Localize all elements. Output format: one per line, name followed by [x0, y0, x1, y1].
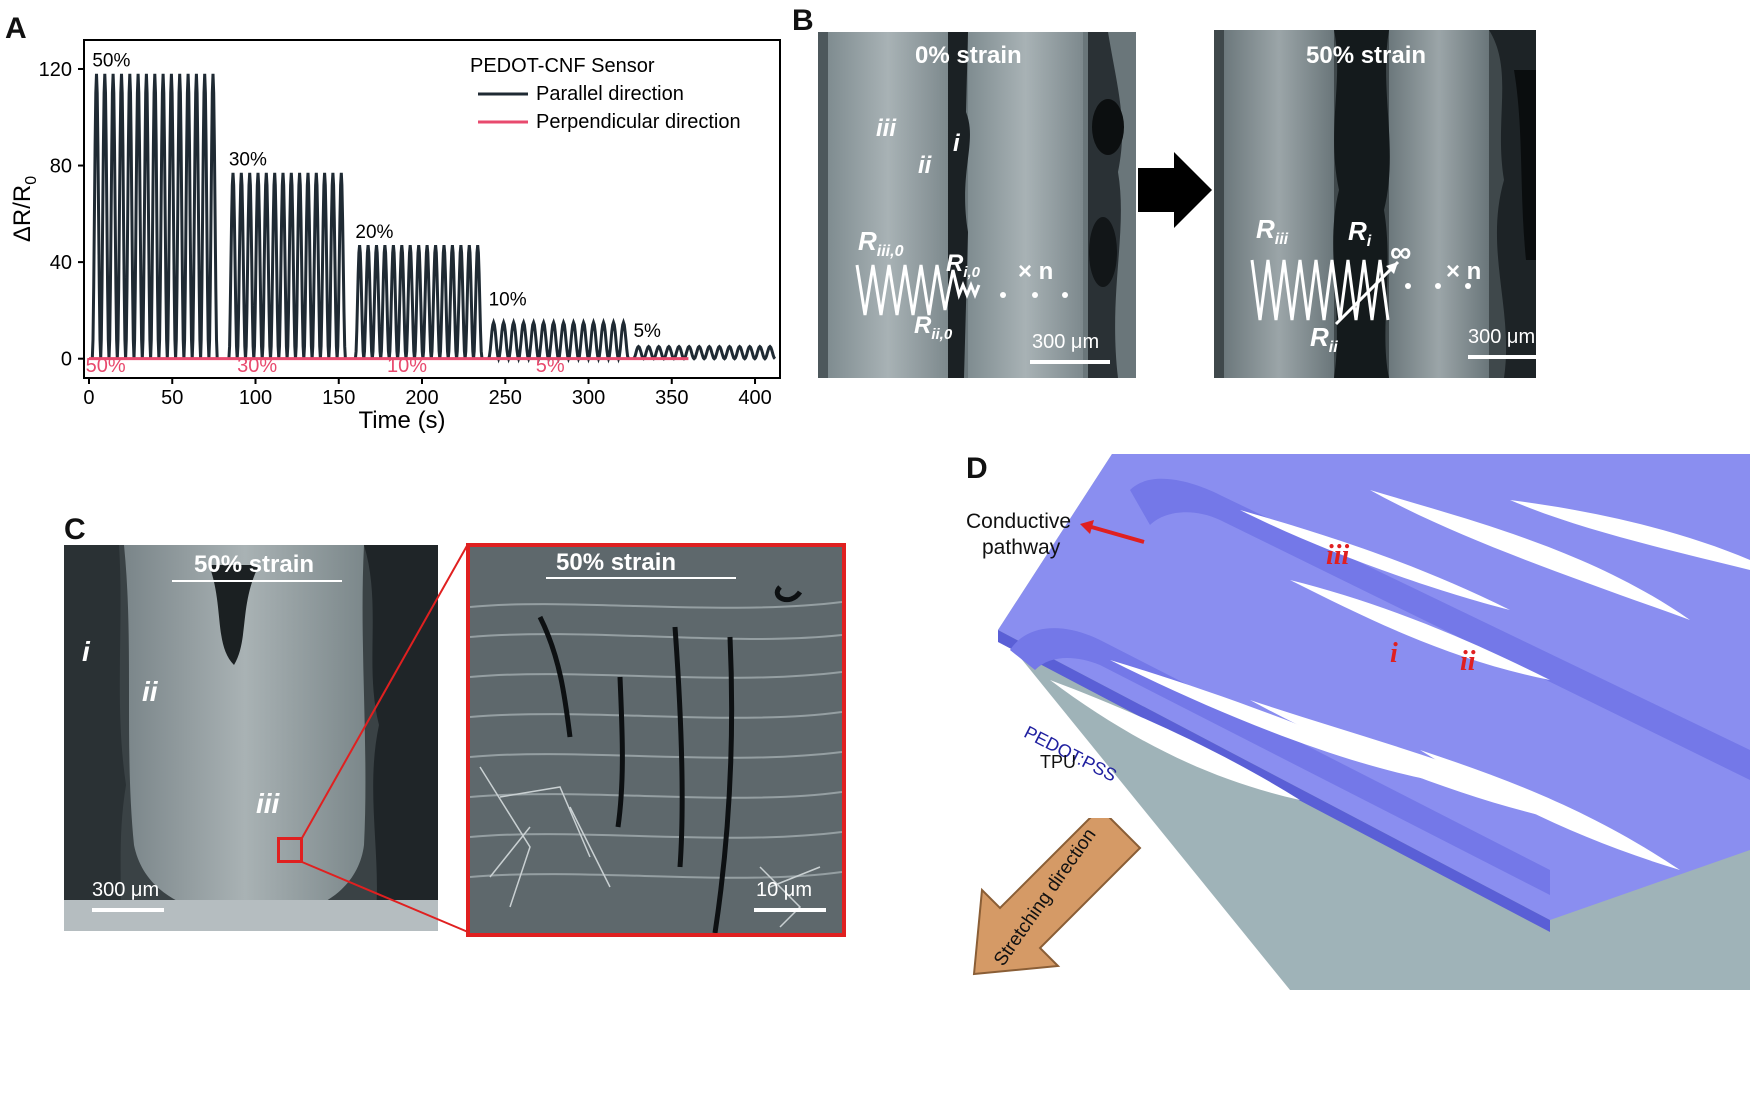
times-n-left: × n	[1018, 258, 1054, 285]
x-tick-label: 100	[239, 387, 272, 409]
label-r-ii: Rii	[1310, 322, 1338, 357]
schematic-d	[998, 454, 1750, 990]
panel-a-letter: A	[5, 12, 27, 45]
strain-label: 50%	[92, 51, 130, 72]
panel-c-letter: C	[64, 513, 86, 546]
scalebar-line-c-right	[754, 908, 826, 912]
scalebar-b-right: 300 μm	[1468, 326, 1536, 348]
panel-d-letter: D	[966, 452, 988, 485]
perpendicular-strain-label: 30%	[237, 355, 277, 377]
caption-50-strain-b: 50% strain	[1306, 42, 1427, 69]
label-r-i: Ri	[1348, 216, 1372, 251]
x-tick-label: 250	[489, 387, 522, 409]
double-arrow-c-right	[546, 577, 736, 579]
plot-frame	[83, 39, 781, 379]
right-arrow-icon	[1138, 152, 1212, 228]
label-r-iii: Riii	[1256, 214, 1289, 249]
label-c-iii: iii	[256, 788, 280, 819]
label-d-i: i	[1390, 638, 1398, 669]
sem-image-c-overview	[64, 545, 438, 931]
x-tick-label: 300	[572, 387, 605, 409]
x-tick-label: 400	[738, 387, 771, 409]
label-b-ii: ii	[918, 152, 932, 179]
label-r-ii0: Rii,0	[914, 312, 953, 343]
infinity-symbol: ∞	[1390, 236, 1412, 269]
sem-image-50-strain	[1214, 30, 1536, 378]
strain-label: 30%	[229, 150, 267, 171]
label-d-ii: ii	[1460, 646, 1476, 677]
x-tick-label: 200	[405, 387, 438, 409]
label-c-ii: ii	[142, 676, 158, 707]
label-conductive: Conductive	[966, 510, 1072, 533]
x-tick-label: 350	[655, 387, 688, 409]
label-pathway: pathway	[982, 536, 1061, 559]
strain-label: 5%	[633, 321, 661, 342]
scalebar-line-b-left	[1030, 360, 1110, 364]
label-b-i: i	[953, 130, 960, 157]
resistor-zigzag-right	[1250, 259, 1471, 326]
parallel-series-line	[487, 317, 630, 364]
perpendicular-strain-label: 50%	[86, 355, 126, 377]
x-tick-label: 50	[161, 387, 183, 409]
caption-50-strain-c-left: 50% strain	[194, 551, 315, 578]
x-tick-label: 0	[83, 387, 94, 409]
scalebar-line-b-right	[1468, 355, 1548, 359]
times-n-right: × n	[1446, 258, 1482, 285]
scalebar-c-right: 10 μm	[756, 879, 812, 901]
zoom-box	[277, 837, 303, 863]
label-d-iii: iii	[1326, 540, 1350, 571]
legend-title: PEDOT-CNF Sensor	[470, 55, 655, 77]
y-tick-label: 0	[61, 349, 72, 371]
parallel-series-line	[90, 73, 219, 359]
perpendicular-strain-label: 10%	[387, 355, 427, 377]
y-tick-label: 40	[50, 252, 72, 274]
red-pointer-arrow	[1080, 520, 1145, 544]
legend-entry: Parallel direction	[536, 83, 684, 105]
legend-entry: Perpendicular direction	[536, 111, 741, 133]
y-tick-label: 80	[50, 156, 72, 178]
x-axis-label: Time (s)	[358, 407, 445, 434]
perpendicular-strain-label: 5%	[536, 355, 565, 377]
sem-image-c-zoom	[466, 543, 846, 937]
parallel-series-line	[632, 344, 777, 361]
y-axis-label: ΔR/R0	[9, 176, 40, 242]
sem-image-0-strain	[818, 32, 1136, 378]
resistor-zigzag-left	[855, 264, 1068, 316]
zoom-lines	[301, 543, 469, 933]
strain-label: 10%	[489, 290, 527, 311]
panel-b-letter: B	[792, 4, 814, 37]
caption-50-strain-c-right: 50% strain	[556, 549, 677, 576]
y-tick-label: 120	[39, 59, 72, 81]
scalebar-c-left: 300 μm	[92, 879, 160, 901]
parallel-series-line	[353, 245, 484, 359]
label-tpu: TPU	[1040, 752, 1076, 772]
strain-label: 20%	[355, 222, 393, 243]
label-c-i: i	[82, 636, 90, 667]
x-tick-label: 150	[322, 387, 355, 409]
y-axis-label-sub: 0	[23, 176, 40, 185]
parallel-series-line	[227, 172, 347, 359]
scalebar-b-left: 300 μm	[1032, 331, 1100, 353]
label-b-iii: iii	[876, 115, 897, 142]
caption-0-strain: 0% strain	[915, 42, 1022, 69]
label-r-iii0: Riii,0	[858, 226, 904, 261]
stretching-arrow	[972, 818, 1142, 976]
label-r-i0: Ri,0	[946, 250, 981, 281]
scalebar-line-c-left	[92, 908, 164, 912]
double-arrow-c-left	[172, 580, 342, 582]
